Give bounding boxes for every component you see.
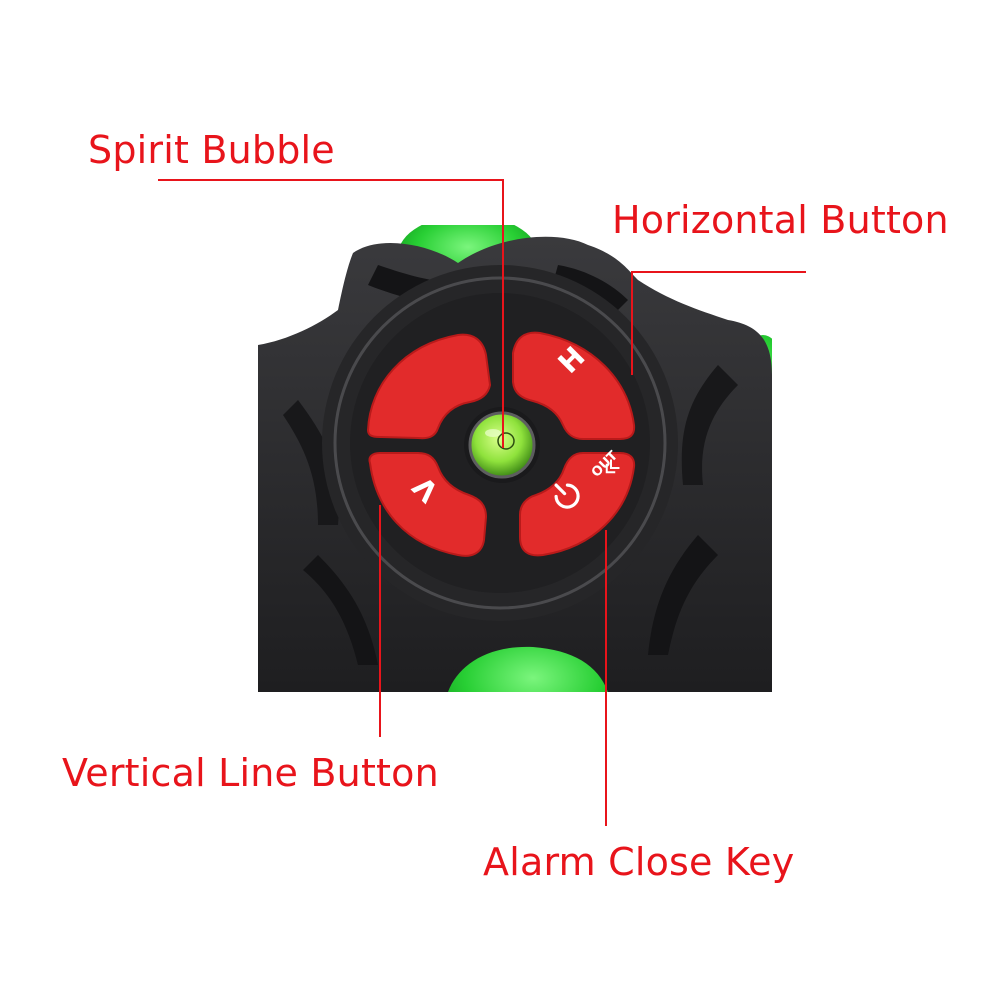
spirit-bubble	[464, 407, 540, 483]
horizontal-key[interactable]	[512, 331, 636, 440]
alarm-close-key[interactable]	[519, 452, 636, 557]
horizontal-button-label: Horizontal Button	[612, 198, 949, 242]
power-icon	[554, 483, 580, 509]
laser-level-top-view: H V OUT	[258, 225, 772, 692]
spirit-bubble-label: Spirit Bubble	[88, 128, 335, 172]
vertical-line-button-label: Vertical Line Button	[62, 751, 439, 795]
double-chevron-left-icon	[605, 459, 620, 474]
alarm-close-key-label: Alarm Close Key	[483, 840, 795, 884]
vertical-key[interactable]	[368, 452, 488, 557]
